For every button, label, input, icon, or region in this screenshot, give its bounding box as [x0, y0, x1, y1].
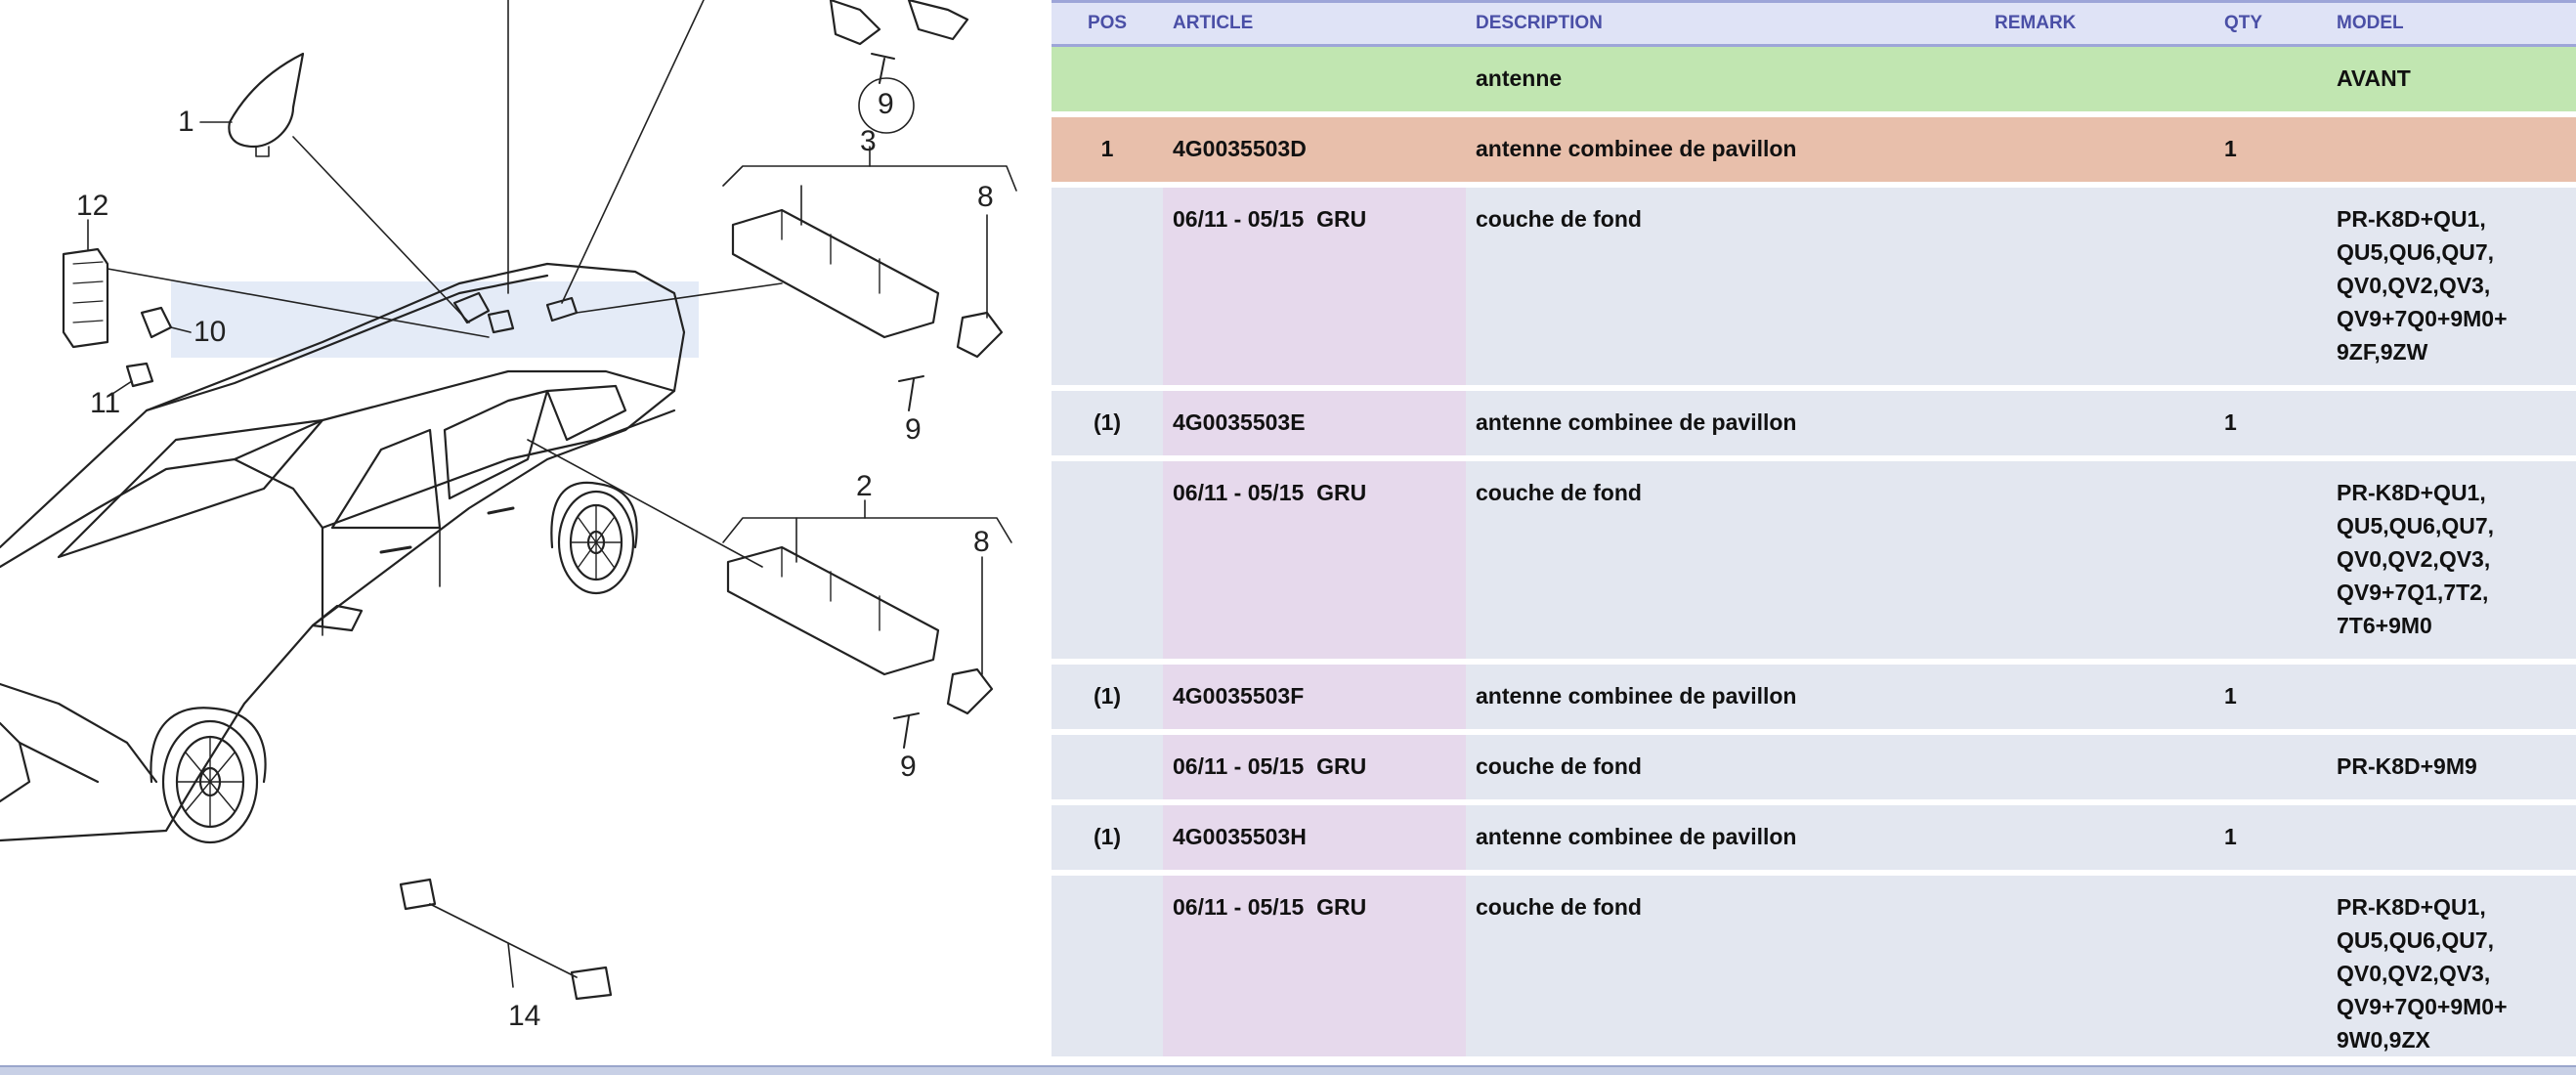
qty-cell: [2214, 47, 2327, 117]
table-row[interactable]: 1 4G0035503D antenne combinee de pavillo…: [1052, 117, 2576, 188]
description-cell: couche de fond: [1466, 876, 1985, 1062]
callout-label: 2: [856, 470, 873, 502]
table-row[interactable]: (1) 4G0035503F antenne combinee de pavil…: [1052, 665, 2576, 735]
remark-cell: [1985, 47, 2214, 117]
article-cell: [1163, 47, 1466, 117]
pos-cell: [1052, 876, 1163, 1062]
column-header-article[interactable]: ARTICLE: [1163, 0, 1466, 47]
pos-cell: 1: [1052, 117, 1163, 188]
model-cell: AVANT: [2327, 47, 2576, 117]
article-cell: 06/11 - 05/15 GRU: [1163, 188, 1466, 391]
remark-cell: [1985, 735, 2214, 805]
model-cell: [2327, 665, 2576, 735]
description-cell: couche de fond: [1466, 461, 1985, 665]
pos-cell: [1052, 461, 1163, 665]
model-cell: PR-K8D+9M9: [2327, 735, 2576, 805]
article-cell: 4G0035503F: [1163, 665, 1466, 735]
parts-table: POS ARTICLE DESCRIPTION REMARK QTY MODEL…: [1052, 0, 2576, 1062]
remark-cell: [1985, 188, 2214, 391]
description-cell: couche de fond: [1466, 735, 1985, 805]
callout-label: 8: [973, 526, 990, 558]
qty-cell: 1: [2214, 805, 2327, 876]
qty-cell: [2214, 461, 2327, 665]
model-cell: PR-K8D+QU1, QU5,QU6,QU7, QV0,QV2,QV3, QV…: [2327, 876, 2576, 1062]
remark-cell: [1985, 391, 2214, 461]
table-row[interactable]: 06/11 - 05/15 GRU couche de fond PR-K8D+…: [1052, 461, 2576, 665]
remark-cell: [1985, 805, 2214, 876]
callout-label: 10: [193, 316, 227, 348]
article-cell: 06/11 - 05/15 GRU: [1163, 876, 1466, 1062]
pos-cell: (1): [1052, 805, 1163, 876]
pos-cell: (1): [1052, 391, 1163, 461]
remark-cell: [1985, 876, 2214, 1062]
table-row[interactable]: antenne AVANT: [1052, 47, 2576, 117]
model-cell: [2327, 805, 2576, 876]
parts-table-panel: POS ARTICLE DESCRIPTION REMARK QTY MODEL…: [1052, 0, 2576, 1065]
callout-label: 12: [76, 190, 109, 222]
callout-label: 11: [90, 387, 121, 419]
model-cell: PR-K8D+QU1, QU5,QU6,QU7, QV0,QV2,QV3, QV…: [2327, 188, 2576, 391]
callout-label: 14: [508, 1000, 541, 1032]
callout-label: 3: [860, 125, 877, 157]
callout-label: 9: [878, 88, 894, 120]
description-cell: antenne combinee de pavillon: [1466, 117, 1985, 188]
remark-cell: [1985, 117, 2214, 188]
callout-label: 1: [178, 106, 194, 138]
qty-cell: 1: [2214, 665, 2327, 735]
column-header-remark[interactable]: REMARK: [1985, 0, 2214, 47]
table-row[interactable]: 06/11 - 05/15 GRU couche de fond PR-K8D+…: [1052, 876, 2576, 1062]
description-cell: antenne combinee de pavillon: [1466, 665, 1985, 735]
horizontal-scrollbar[interactable]: [0, 1065, 2576, 1075]
model-cell: PR-K8D+QU1, QU5,QU6,QU7, QV0,QV2,QV3, QV…: [2327, 461, 2576, 665]
article-cell: 06/11 - 05/15 GRU: [1163, 735, 1466, 805]
qty-cell: 1: [2214, 391, 2327, 461]
model-cell: [2327, 117, 2576, 188]
description-cell: antenne combinee de pavillon: [1466, 391, 1985, 461]
table-row[interactable]: 06/11 - 05/15 GRU couche de fond PR-K8D+…: [1052, 188, 2576, 391]
callout-label: 8: [977, 181, 994, 213]
table-header-row: POS ARTICLE DESCRIPTION REMARK QTY MODEL: [1052, 0, 2576, 47]
description-cell: antenne combinee de pavillon: [1466, 805, 1985, 876]
qty-cell: [2214, 735, 2327, 805]
table-row[interactable]: 06/11 - 05/15 GRU couche de fond PR-K8D+…: [1052, 735, 2576, 805]
qty-cell: 1: [2214, 117, 2327, 188]
article-cell: 4G0035503D: [1163, 117, 1466, 188]
parts-diagram: 1 2 3 8 8 9 9 9 10 11 12 14: [0, 0, 1050, 1065]
pos-cell: [1052, 47, 1163, 117]
callout-label: 9: [905, 413, 922, 446]
description-cell: couche de fond: [1466, 188, 1985, 391]
remark-cell: [1985, 461, 2214, 665]
article-cell: 06/11 - 05/15 GRU: [1163, 461, 1466, 665]
column-header-pos[interactable]: POS: [1052, 0, 1163, 47]
column-header-description[interactable]: DESCRIPTION: [1466, 0, 1985, 47]
table-row[interactable]: (1) 4G0035503H antenne combinee de pavil…: [1052, 805, 2576, 876]
description-cell: antenne: [1466, 47, 1985, 117]
column-header-model[interactable]: MODEL: [2327, 0, 2576, 47]
table-row[interactable]: (1) 4G0035503E antenne combinee de pavil…: [1052, 391, 2576, 461]
remark-cell: [1985, 665, 2214, 735]
article-cell: 4G0035503E: [1163, 391, 1466, 461]
car-diagram-drawing: [0, 0, 1017, 1001]
qty-cell: [2214, 876, 2327, 1062]
column-header-qty[interactable]: QTY: [2214, 0, 2327, 47]
model-cell: [2327, 391, 2576, 461]
qty-cell: [2214, 188, 2327, 391]
callout-label: 9: [900, 751, 917, 783]
pos-cell: (1): [1052, 665, 1163, 735]
pos-cell: [1052, 188, 1163, 391]
article-cell: 4G0035503H: [1163, 805, 1466, 876]
pos-cell: [1052, 735, 1163, 805]
